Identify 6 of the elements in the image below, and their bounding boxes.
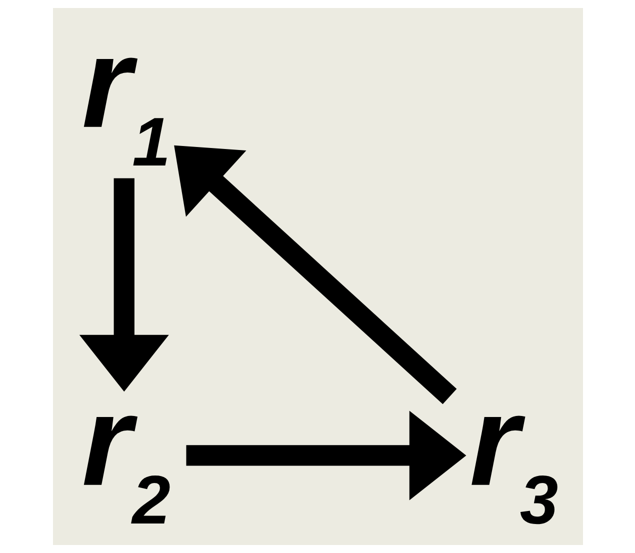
node-text: r$_{1}$ [81, 12, 170, 180]
arrow [78, 178, 168, 392]
node-text: r$_{3}$ [468, 370, 558, 538]
arrow [186, 410, 466, 500]
node-text: r$_{2}$ [81, 370, 170, 538]
arrow [174, 145, 456, 404]
